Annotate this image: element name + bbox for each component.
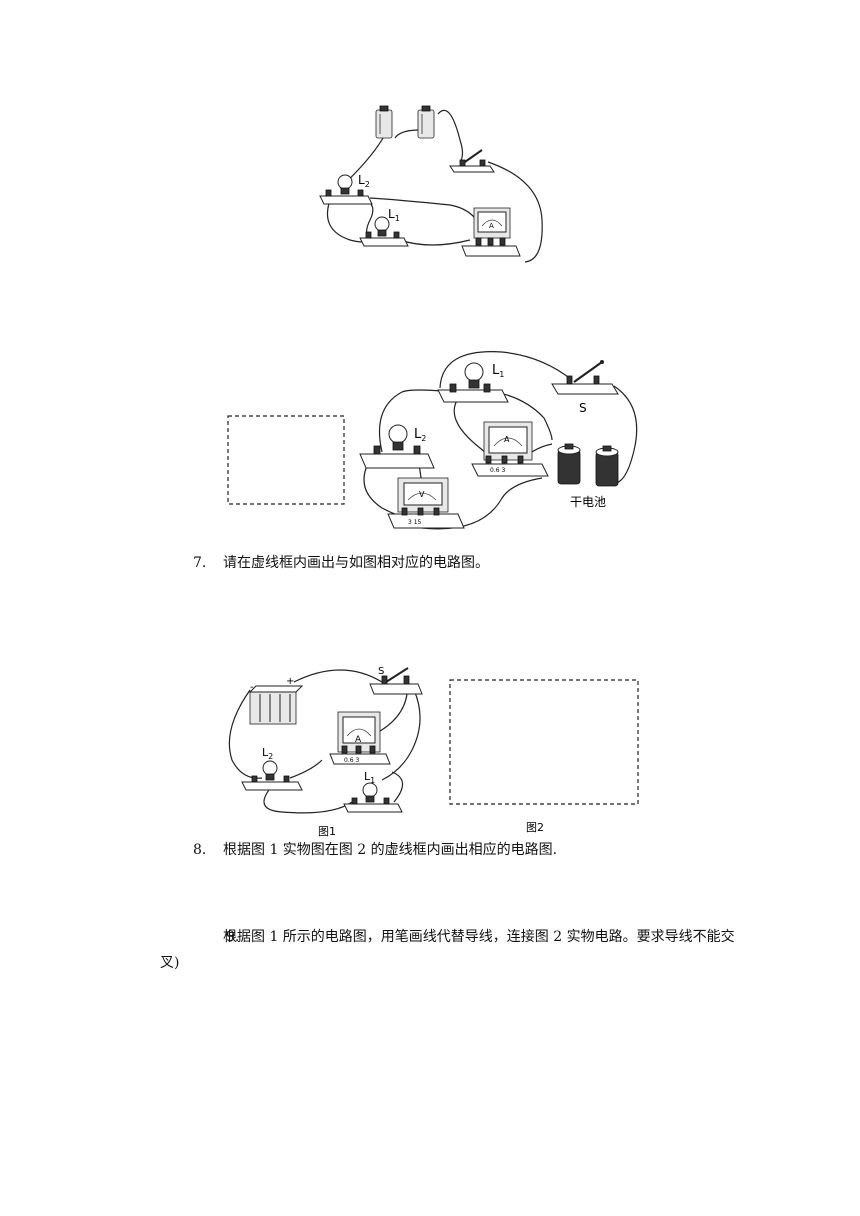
question-9: 9.根据图 1 所示的电路图，用笔画线代替导线，连接图 2 实物电路。要求导线不… [160, 924, 740, 976]
figure-2-caption: 图2 [526, 821, 544, 834]
bulb-l2-label: L2 [262, 746, 273, 761]
switch-icon [551, 360, 619, 395]
ammeter-label: A [504, 435, 510, 444]
wire [293, 669, 383, 683]
bulb-l1-icon [359, 216, 409, 247]
voltmeter-scale: 3 15 [408, 519, 422, 526]
battery-minus: - [250, 682, 254, 693]
figure-1-caption: 图1 [318, 825, 336, 838]
wire [394, 129, 421, 139]
bulb-l2-label: L2 [358, 173, 370, 189]
wire [437, 109, 464, 163]
bulb-l1-icon [343, 782, 403, 813]
ammeter-icon [471, 421, 549, 477]
wire [263, 785, 353, 814]
switch-icon [449, 149, 495, 173]
wire [487, 161, 543, 263]
circuit-figure-2: L1 S L2 A 0.6 3 V 3 15 [227, 351, 638, 530]
wire [399, 239, 471, 246]
question-7: 7. 请在虚线框内画出与如图相对应的电路图。 [193, 553, 489, 573]
ammeter-label: A [355, 735, 362, 745]
wire [378, 389, 453, 453]
bulb-l2-icon [319, 174, 373, 205]
ammeter-icon [461, 207, 521, 257]
question-number: 8. [193, 842, 207, 858]
batteries-label: 干电池 [570, 495, 606, 509]
wire [391, 771, 404, 803]
wire [439, 351, 573, 389]
question-8: 8. 根据图 1 实物图在图 2 的虚线框内画出相应的电路图. [193, 840, 557, 860]
battery-plus: + [286, 676, 294, 687]
question-number: 9. [226, 929, 240, 945]
bulb-l1-label: L1 [492, 363, 504, 379]
battery-icon [417, 105, 435, 139]
wire [326, 199, 373, 243]
answer-box [227, 415, 345, 505]
ammeter-icon [329, 711, 391, 765]
bulb-l2-label: L2 [414, 427, 426, 443]
ammeter-scale: 0.6 3 [344, 757, 359, 764]
question-text: 根据图 1 所示的电路图，用笔画线代替导线，连接图 2 实物电路。要求导线不能交… [160, 929, 735, 971]
circuit-figure-1: L2 L1 A [319, 105, 543, 263]
battery-icon [557, 443, 581, 485]
bulb-l1-label: L1 [388, 207, 400, 223]
voltmeter-icon [387, 477, 465, 529]
question-text: 根据图 1 实物图在图 2 的虚线框内画出相应的电路图. [223, 842, 558, 858]
circuit-figure-3: - + S A 0.6 3 L2 L1 图1 图2 [228, 666, 639, 838]
switch-label: S [378, 666, 384, 677]
ammeter-scale: 0.6 3 [490, 467, 505, 474]
meter-label: A [489, 222, 494, 230]
battery-icon [375, 105, 393, 139]
wire [228, 689, 263, 779]
switch-label: S [579, 401, 587, 415]
question-text: 请在虚线框内画出与如图相对应的电路图。 [223, 555, 489, 571]
wire [381, 689, 421, 781]
switch-icon [369, 667, 423, 695]
bulb-l2-icon [359, 424, 435, 469]
voltmeter-label: V [419, 490, 425, 499]
wire [289, 759, 323, 779]
bulb-l2-icon [241, 760, 303, 791]
battery-box-icon [248, 685, 304, 725]
question-number: 7. [193, 555, 207, 571]
bulb-l1-icon [437, 362, 509, 403]
bulb-l1-label: L1 [364, 770, 375, 785]
answer-box [449, 679, 639, 805]
battery-icon [595, 445, 619, 487]
